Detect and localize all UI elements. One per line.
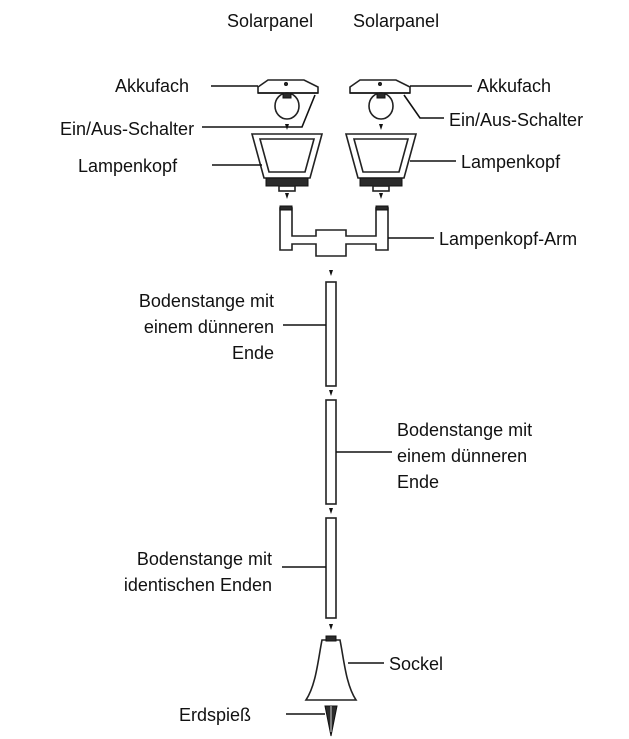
label-lampenkopf-arm: Lampenkopf-Arm bbox=[439, 229, 577, 249]
label-solarpanel-right: Solarpanel bbox=[353, 11, 439, 31]
pole-1 bbox=[325, 281, 337, 387]
label-stange2-line3: Ende bbox=[397, 472, 439, 492]
label-stange1-line3: Ende bbox=[232, 343, 274, 363]
left-battery-compartment bbox=[257, 79, 319, 94]
label-lampenkopf-right: Lampenkopf bbox=[461, 152, 561, 172]
left-bulb-socket bbox=[282, 92, 292, 99]
left-lamp-neck bbox=[278, 185, 296, 192]
right-lamp-base bbox=[359, 177, 403, 187]
lamp-head-arm bbox=[279, 207, 389, 257]
pole-2-arrow bbox=[329, 508, 333, 514]
pole-3-arrow bbox=[329, 624, 333, 630]
label-akkufach-right: Akkufach bbox=[477, 76, 551, 96]
right-solar-dot bbox=[378, 82, 382, 86]
right-arrow-2 bbox=[379, 193, 383, 199]
base-top bbox=[325, 635, 337, 642]
label-stange3-line2: identischen Enden bbox=[124, 575, 272, 595]
left-arrow-2 bbox=[285, 193, 289, 199]
leader-schalter-left bbox=[202, 94, 316, 128]
arm-right-cap bbox=[375, 205, 389, 211]
label-akkufach-left: Akkufach bbox=[115, 76, 189, 96]
left-solar-dot bbox=[284, 82, 288, 86]
base-socket bbox=[304, 639, 358, 701]
right-lamp-assembly bbox=[344, 79, 418, 199]
right-battery-compartment bbox=[349, 79, 411, 94]
label-stange1-line1: Bodenstange mit bbox=[139, 291, 274, 311]
label-schalter-right: Ein/Aus-Schalter bbox=[449, 110, 583, 130]
right-lamp-neck bbox=[372, 185, 390, 192]
arm-arrow bbox=[329, 270, 333, 276]
right-arrow-1 bbox=[379, 124, 383, 130]
pole-2 bbox=[325, 399, 337, 505]
right-lamp-glass bbox=[352, 138, 410, 173]
left-lamp-assembly bbox=[250, 79, 324, 199]
label-erdspiess: Erdspieß bbox=[179, 705, 251, 725]
label-schalter-left: Ein/Aus-Schalter bbox=[60, 119, 194, 139]
label-stange1-line2: einem dünneren bbox=[144, 317, 274, 337]
right-bulb-socket bbox=[376, 92, 386, 99]
arm-left-cap bbox=[279, 205, 293, 211]
label-stange3-line1: Bodenstange mit bbox=[137, 549, 272, 569]
label-stange2-line2: einem dünneren bbox=[397, 446, 527, 466]
label-stange2-line1: Bodenstange mit bbox=[397, 420, 532, 440]
pole-1-arrow bbox=[329, 390, 333, 396]
left-lamp-base bbox=[265, 177, 309, 187]
label-lampenkopf-left: Lampenkopf bbox=[78, 156, 178, 176]
leader-schalter-right bbox=[403, 94, 444, 119]
label-solarpanel-left: Solarpanel bbox=[227, 11, 313, 31]
left-lamp-glass bbox=[258, 138, 316, 173]
pole-3 bbox=[325, 517, 337, 619]
label-sockel: Sockel bbox=[389, 654, 443, 674]
